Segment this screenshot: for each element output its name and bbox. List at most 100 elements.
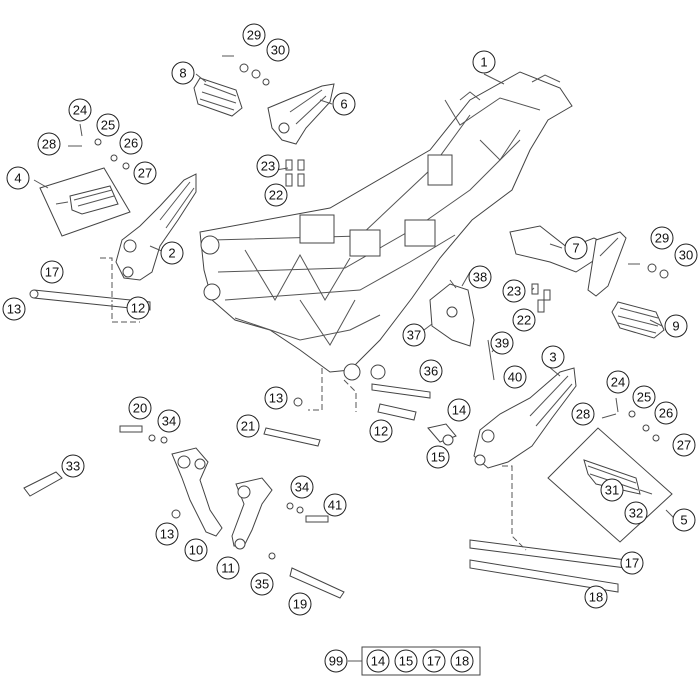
- callout-38: 38: [468, 265, 492, 289]
- svg-text:15: 15: [431, 450, 445, 465]
- center-pins: [343, 379, 457, 446]
- svg-text:9: 9: [672, 319, 679, 334]
- svg-text:25: 25: [637, 390, 651, 405]
- svg-text:29: 29: [247, 28, 261, 43]
- svg-text:27: 27: [677, 438, 691, 453]
- svg-text:17: 17: [625, 556, 639, 571]
- svg-text:34: 34: [295, 480, 309, 495]
- svg-text:17: 17: [45, 265, 59, 280]
- lever-fasteners: [119, 425, 329, 560]
- callout-29-top: 29: [242, 23, 266, 47]
- lever-11: [231, 477, 273, 550]
- callout-41: 41: [323, 493, 347, 517]
- svg-text:40: 40: [508, 370, 522, 385]
- svg-text:35: 35: [255, 577, 269, 592]
- callout-40: 40: [503, 365, 527, 389]
- callout-18: 18: [584, 585, 608, 609]
- callout-14: 14: [447, 398, 471, 422]
- callout-32: 32: [624, 501, 648, 525]
- right-rear-footpeg: [611, 301, 665, 339]
- svg-text:37: 37: [407, 328, 421, 343]
- svg-text:7: 7: [572, 241, 579, 256]
- callout-20: 20: [128, 396, 152, 420]
- svg-text:11: 11: [221, 561, 235, 576]
- callout-27-right: 27: [672, 433, 696, 457]
- callout-35: 35: [250, 572, 274, 596]
- svg-text:28: 28: [42, 137, 56, 152]
- svg-text:14: 14: [371, 654, 385, 669]
- callout-36: 36: [419, 359, 443, 383]
- svg-text:32: 32: [629, 506, 643, 521]
- svg-text:17: 17: [427, 654, 441, 669]
- callout-31: 31: [600, 478, 624, 502]
- callout-1: 1: [472, 50, 496, 74]
- svg-text:2: 2: [168, 246, 175, 261]
- rubber-33: [23, 471, 63, 497]
- svg-text:29: 29: [655, 231, 669, 246]
- callout-28-left: 28: [37, 132, 61, 156]
- callout-27-left: 27: [133, 161, 157, 185]
- callout-25-right: 25: [632, 385, 656, 409]
- kit-item-15: 15: [394, 649, 418, 673]
- callout-28-right: 28: [571, 402, 595, 426]
- callout-8: 8: [171, 61, 195, 85]
- svg-text:31: 31: [605, 483, 619, 498]
- callout-19: 19: [288, 592, 312, 616]
- svg-text:15: 15: [399, 654, 413, 669]
- callout-37: 37: [402, 323, 426, 347]
- svg-text:26: 26: [659, 406, 673, 421]
- svg-text:3: 3: [549, 350, 556, 365]
- right-rear-footpeg-bracket: [509, 225, 627, 297]
- svg-text:30: 30: [271, 43, 285, 58]
- main-frame: [199, 71, 573, 381]
- svg-text:18: 18: [455, 654, 469, 669]
- left-rear-footpeg-bracket: [267, 83, 335, 145]
- left-front-footpeg-bracket: [115, 173, 197, 281]
- svg-text:13: 13: [269, 391, 283, 406]
- callout-29-right: 29: [650, 226, 674, 250]
- svg-text:34: 34: [162, 414, 176, 429]
- callout-21: 21: [236, 414, 260, 438]
- svg-text:39: 39: [495, 336, 509, 351]
- svg-text:22: 22: [517, 313, 531, 328]
- callout-11: 11: [216, 556, 240, 580]
- svg-text:22: 22: [269, 188, 283, 203]
- svg-text:8: 8: [179, 66, 186, 81]
- callout-6: 6: [332, 92, 356, 116]
- right-front-footpeg-bracket: [473, 367, 577, 469]
- svg-text:23: 23: [261, 159, 275, 174]
- svg-text:33: 33: [66, 459, 80, 474]
- svg-text:21: 21: [241, 419, 255, 434]
- callout-5: 5: [672, 508, 696, 532]
- callout-10: 10: [184, 538, 208, 562]
- callout-24-left: 24: [68, 98, 92, 122]
- rear-peg-fasteners-right: [628, 263, 669, 279]
- bracket-bolts-right: [531, 283, 551, 313]
- kit-item-18: 18: [450, 649, 474, 673]
- svg-text:24: 24: [611, 375, 625, 390]
- callout-4: 4: [6, 166, 30, 190]
- svg-text:26: 26: [124, 136, 138, 151]
- callout-34-left: 34: [157, 409, 181, 433]
- svg-text:4: 4: [14, 171, 21, 186]
- sidestand-plate: [429, 271, 495, 381]
- svg-text:30: 30: [679, 248, 693, 263]
- callout-3: 3: [541, 345, 565, 369]
- left-footpeg-kit-box: [39, 167, 131, 237]
- right-pivot-pins: [469, 465, 627, 593]
- long-bolt-21: [263, 368, 323, 447]
- callout-39: 39: [490, 331, 514, 355]
- pin-19: [289, 567, 345, 599]
- callout-30-top: 30: [266, 38, 290, 62]
- svg-text:19: 19: [293, 597, 307, 612]
- svg-text:36: 36: [424, 364, 438, 379]
- callout-13-center: 13: [264, 386, 288, 410]
- callout-26-right: 26: [654, 401, 678, 425]
- callout-23-top: 23: [256, 154, 280, 178]
- svg-text:24: 24: [73, 103, 87, 118]
- svg-text:20: 20: [133, 401, 147, 416]
- svg-text:6: 6: [340, 97, 347, 112]
- callout-22-right: 22: [512, 308, 536, 332]
- callout-12-left: 12: [126, 296, 150, 320]
